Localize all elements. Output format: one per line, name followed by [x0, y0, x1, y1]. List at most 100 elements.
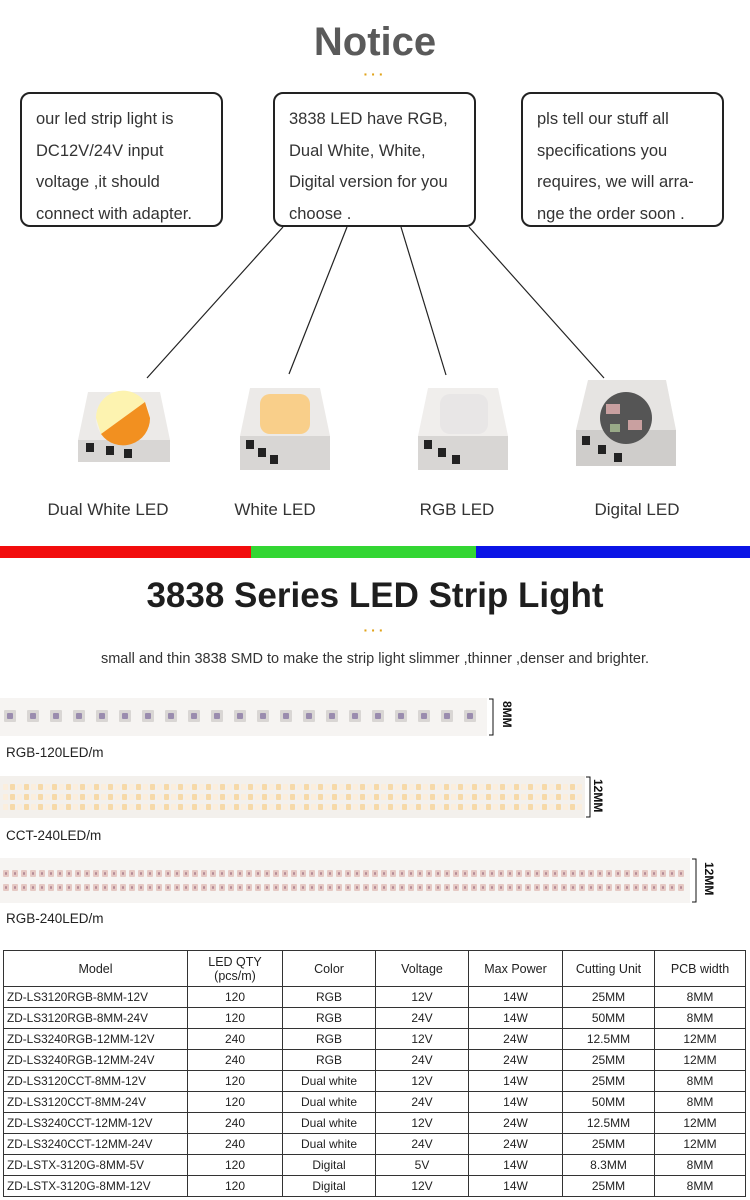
- led-chip-core: [329, 886, 331, 889]
- led-chip-core: [131, 886, 133, 889]
- led-chip: [465, 794, 470, 800]
- led-chip: [59, 804, 64, 810]
- led-chip: [479, 794, 484, 800]
- led-chip: [255, 794, 260, 800]
- led-chip-core: [168, 713, 174, 719]
- led-chip-core: [545, 886, 547, 889]
- led-chip: [143, 784, 148, 790]
- led-chip-core: [653, 872, 655, 875]
- led-chip-core: [320, 872, 322, 875]
- led-chip-core: [563, 886, 565, 889]
- led-chip-core: [653, 886, 655, 889]
- led-chip: [255, 804, 260, 810]
- cell-voltage: 24V: [375, 1133, 469, 1155]
- led-chip-core: [581, 886, 583, 889]
- led-chip-core: [214, 713, 220, 719]
- led-chip-core: [398, 713, 404, 719]
- led-chip-core: [122, 886, 124, 889]
- header-cutting-unit: Cutting Unit: [562, 950, 655, 987]
- led-chip: [416, 784, 421, 790]
- led-chip-core: [140, 886, 142, 889]
- cell-model: ZD-LS3240CCT-12MM-12V: [3, 1112, 188, 1134]
- led-chip: [31, 794, 36, 800]
- series-subtitle: small and thin 3838 SMD to make the stri…: [100, 651, 650, 667]
- led-chip: [430, 784, 435, 790]
- led-chip: [325, 784, 330, 790]
- led-chip: [24, 794, 29, 800]
- led-chip: [283, 804, 288, 810]
- spec-table: Model LED QTY (pcs/m) Color Voltage Max …: [3, 950, 746, 1197]
- cell-voltage: 12V: [375, 986, 469, 1008]
- led-chip-core: [257, 872, 259, 875]
- led-chip: [542, 784, 547, 790]
- led-chip: [416, 794, 421, 800]
- led-chip-core: [428, 872, 430, 875]
- led-chip-core: [122, 872, 124, 875]
- led-chip-core: [518, 872, 520, 875]
- led-chip: [514, 804, 519, 810]
- led-chip: [521, 794, 526, 800]
- led-chip: [241, 804, 246, 810]
- led-chip: [178, 794, 183, 800]
- led-chip-core: [626, 872, 628, 875]
- cell-voltage: 12V: [375, 1070, 469, 1092]
- led-chip: [388, 784, 393, 790]
- led-chip: [444, 794, 449, 800]
- led-chip-core: [176, 886, 178, 889]
- led-chip-core: [401, 886, 403, 889]
- led-chip: [122, 794, 127, 800]
- led-chip-core: [635, 872, 637, 875]
- led-chip: [129, 784, 134, 790]
- led-chip: [500, 804, 505, 810]
- led-chip: [262, 784, 267, 790]
- led-chip-core: [30, 713, 36, 719]
- led-chip: [409, 784, 414, 790]
- led-chip: [129, 794, 134, 800]
- led-chip: [388, 804, 393, 810]
- led-chip-core: [283, 713, 289, 719]
- width-bracket: [489, 698, 494, 736]
- led-chip-core: [14, 872, 16, 875]
- header-led-qty: LED QTY (pcs/m): [187, 950, 283, 987]
- led-chip-core: [230, 886, 232, 889]
- led-chip-core: [491, 872, 493, 875]
- led-label-rgb: RGB LED: [419, 500, 495, 519]
- led-chip-core: [500, 872, 502, 875]
- led-chip: [437, 784, 442, 790]
- led-chip-core: [671, 886, 673, 889]
- led-chip: [73, 804, 78, 810]
- led-chip-core: [284, 886, 286, 889]
- led-chip: [31, 804, 36, 810]
- cell-color: RGB: [282, 1028, 376, 1050]
- cell-model: ZD-LS3120RGB-8MM-12V: [3, 986, 188, 1008]
- cell-color: Digital: [282, 1175, 376, 1197]
- led-chip-core: [671, 872, 673, 875]
- led-chip: [458, 784, 463, 790]
- led-chip-core: [185, 872, 187, 875]
- led-chip: [248, 804, 253, 810]
- led-chip-core: [419, 872, 421, 875]
- led-strip-rgb-120: [0, 698, 487, 736]
- header-voltage: Voltage: [375, 950, 469, 987]
- led-chip: [486, 784, 491, 790]
- led-chip: [136, 784, 141, 790]
- led-chip: [45, 794, 50, 800]
- notice-title: Notice: [313, 20, 437, 64]
- led-chip: [318, 794, 323, 800]
- led-chip: [332, 784, 337, 790]
- cell-model: ZD-LS3240RGB-12MM-12V: [3, 1028, 188, 1050]
- led-chip: [542, 804, 547, 810]
- led-chip-core: [59, 886, 61, 889]
- cell-led-qty: 120: [187, 1091, 283, 1113]
- led-chip: [297, 794, 302, 800]
- cell-cutting-unit: 50MM: [562, 1007, 655, 1029]
- led-chip-core: [104, 872, 106, 875]
- led-chip-core: [76, 713, 82, 719]
- led-chip-core: [392, 872, 394, 875]
- led-chip-core: [7, 713, 13, 719]
- cell-color: Digital: [282, 1154, 376, 1176]
- led-chip: [108, 794, 113, 800]
